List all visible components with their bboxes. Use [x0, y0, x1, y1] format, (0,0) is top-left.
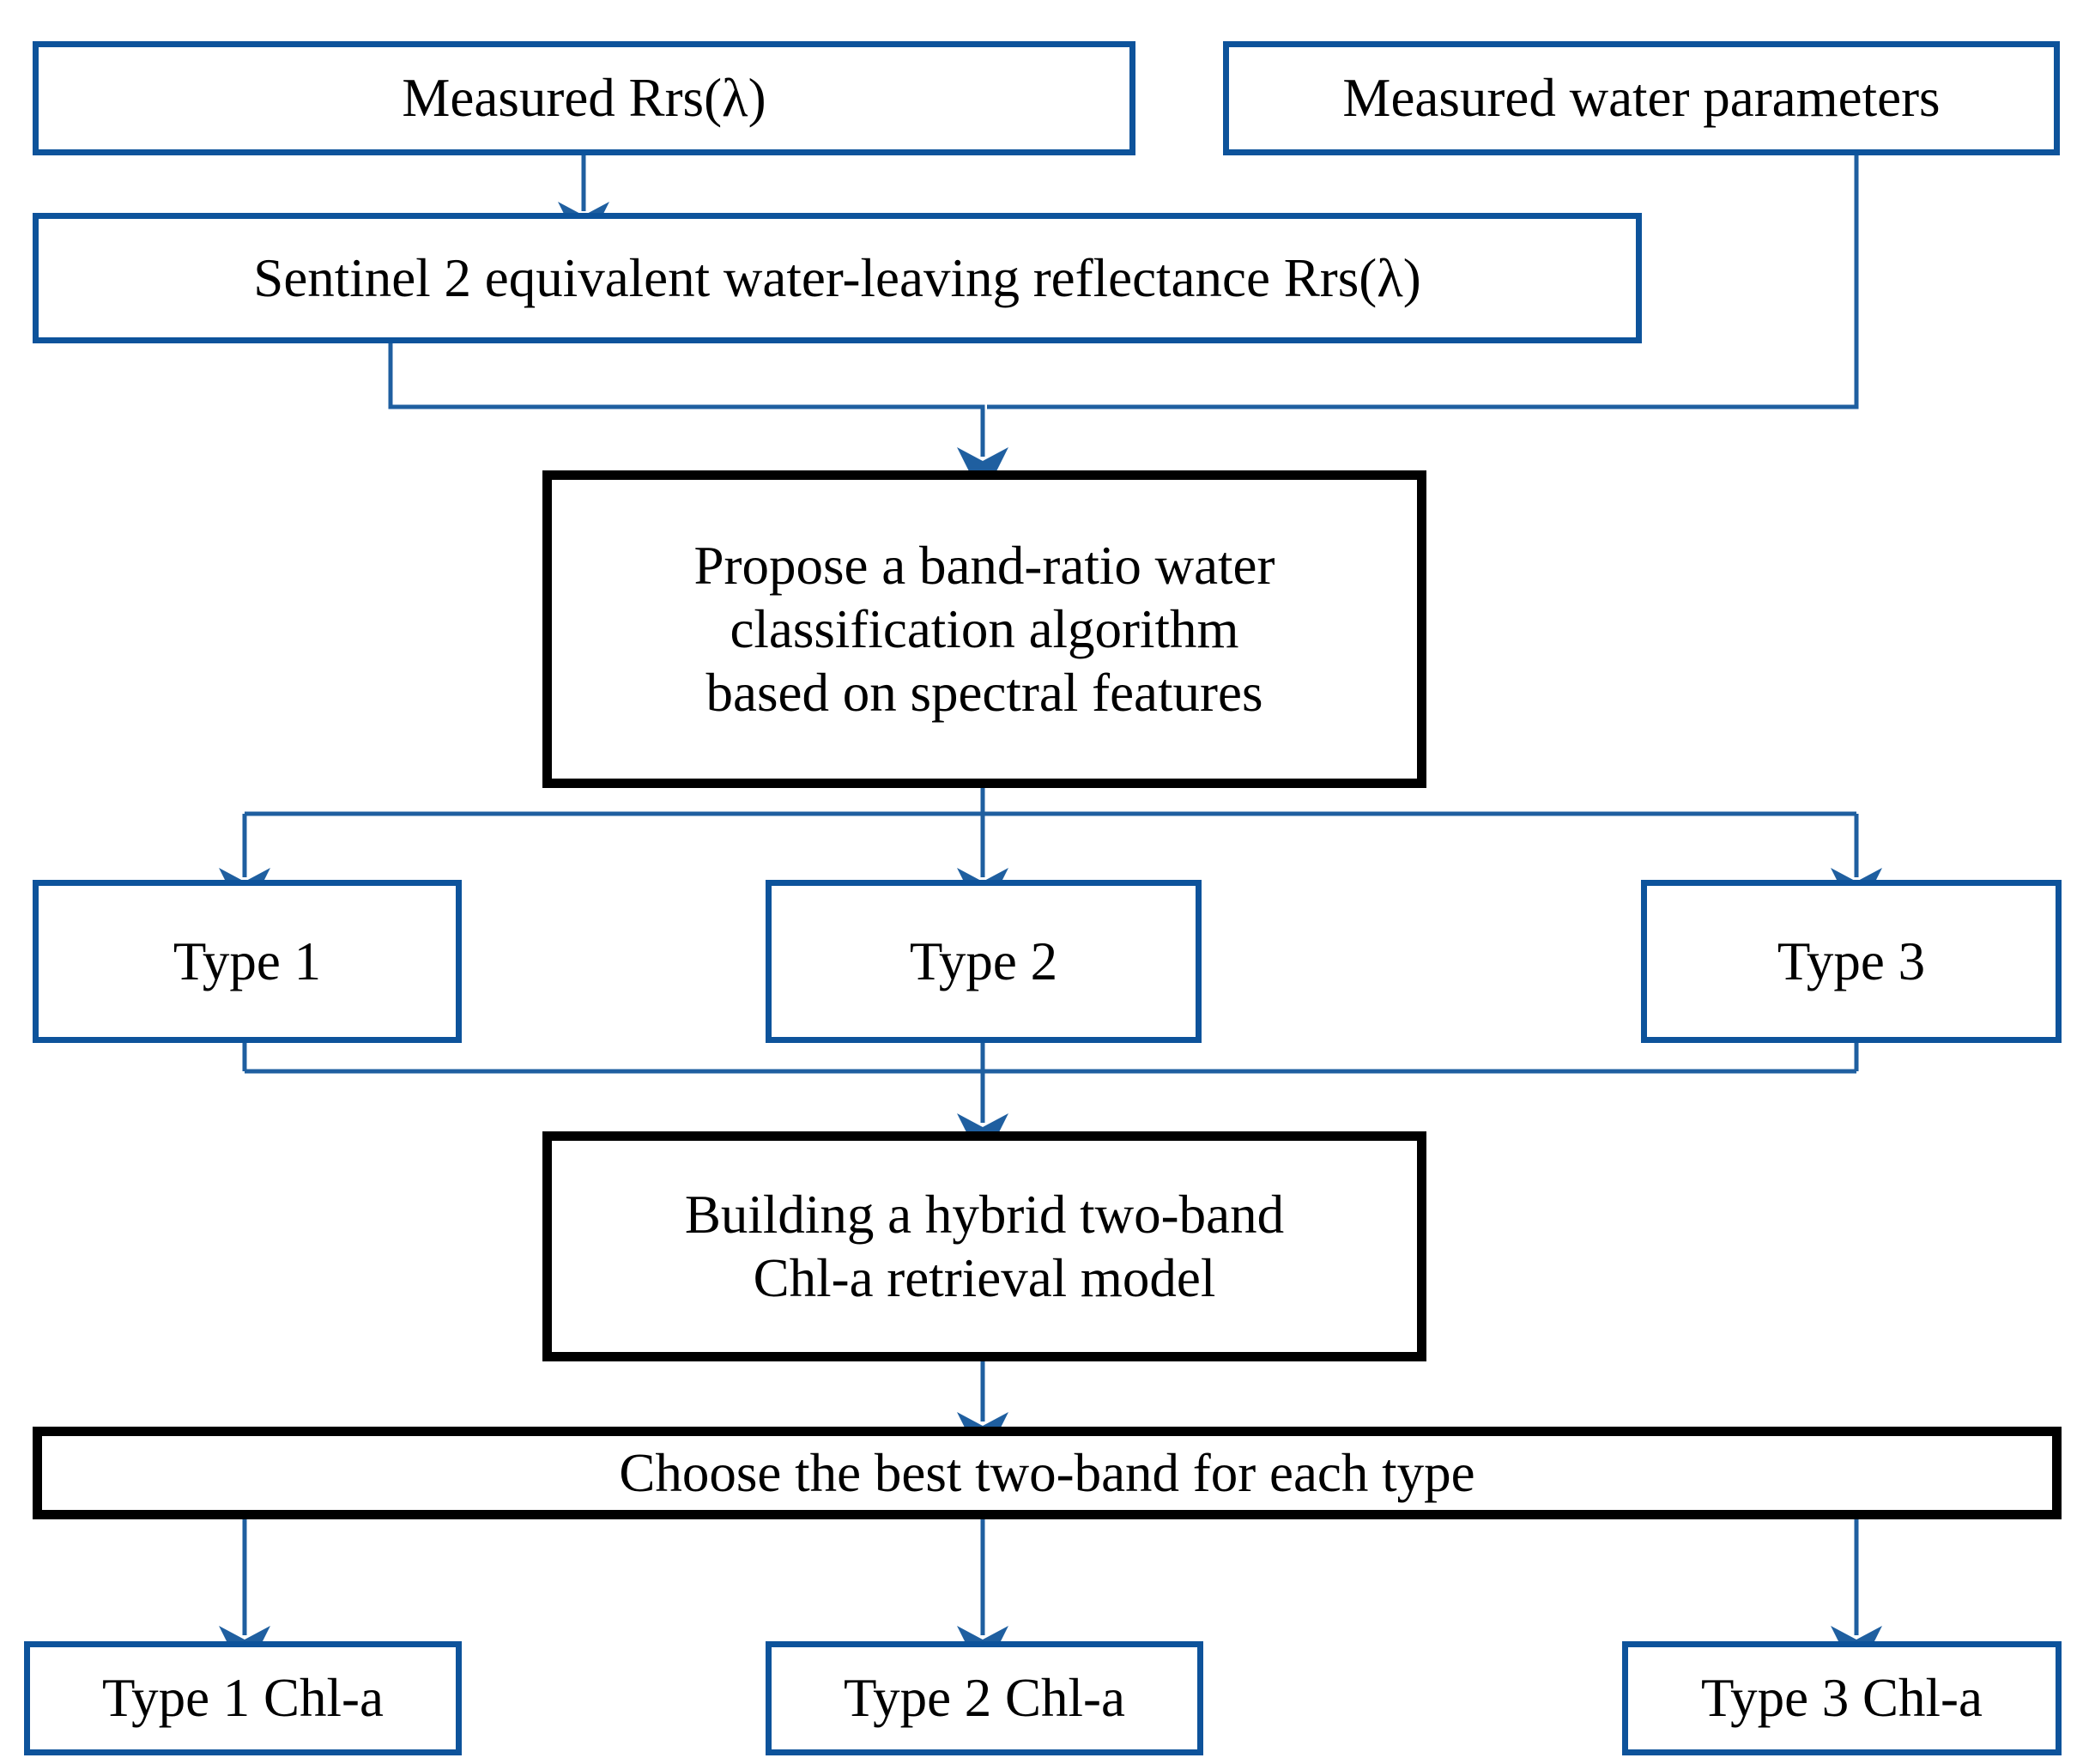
- node-type-1-chla[interactable]: Type 1 Chl-a: [24, 1641, 462, 1755]
- node-type-2-chla-label: Type 2 Chl-a: [843, 1668, 1125, 1729]
- node-type-1-chla-label: Type 1 Chl-a: [101, 1668, 384, 1729]
- node-type-3[interactable]: Type 3: [1641, 880, 2062, 1043]
- node-sentinel2-reflectance[interactable]: Sentinel 2 equivalent water-leaving refl…: [33, 213, 1642, 343]
- node-type-3-chla[interactable]: Type 3 Chl-a: [1622, 1641, 2062, 1755]
- node-choose-best-two-band[interactable]: Choose the best two-band for each type: [33, 1427, 2062, 1519]
- node-measured-rrs-label: Measured Rrs(λ): [402, 68, 766, 129]
- node-hybrid-model-label: Building a hybrid two-band Chl-a retriev…: [684, 1184, 1285, 1308]
- node-type-1[interactable]: Type 1: [33, 880, 462, 1043]
- node-type-3-label: Type 3: [1777, 930, 1926, 991]
- node-sentinel2-reflectance-label: Sentinel 2 equivalent water-leaving refl…: [253, 247, 1421, 308]
- edge-sentinel2-to-algorithm: [388, 343, 1008, 499]
- node-measured-water-params-label: Measured water parameters: [1342, 68, 1941, 129]
- node-type-1-label: Type 1: [173, 930, 322, 991]
- node-type-2[interactable]: Type 2: [766, 880, 1202, 1043]
- node-choose-best-two-band-label: Choose the best two-band for each type: [619, 1442, 1475, 1503]
- node-type-2-label: Type 2: [909, 930, 1058, 991]
- node-type-3-chla-label: Type 3 Chl-a: [1700, 1668, 1983, 1729]
- node-classification-algorithm[interactable]: Propose a band-ratio water classificatio…: [542, 470, 1426, 788]
- node-hybrid-model[interactable]: Building a hybrid two-band Chl-a retriev…: [542, 1131, 1426, 1361]
- node-classification-algorithm-label: Propose a band-ratio water classificatio…: [693, 535, 1275, 724]
- node-measured-water-params[interactable]: Measured water parameters: [1223, 41, 2060, 155]
- node-type-2-chla[interactable]: Type 2 Chl-a: [766, 1641, 1203, 1755]
- node-measured-rrs[interactable]: Measured Rrs(λ): [33, 41, 1135, 155]
